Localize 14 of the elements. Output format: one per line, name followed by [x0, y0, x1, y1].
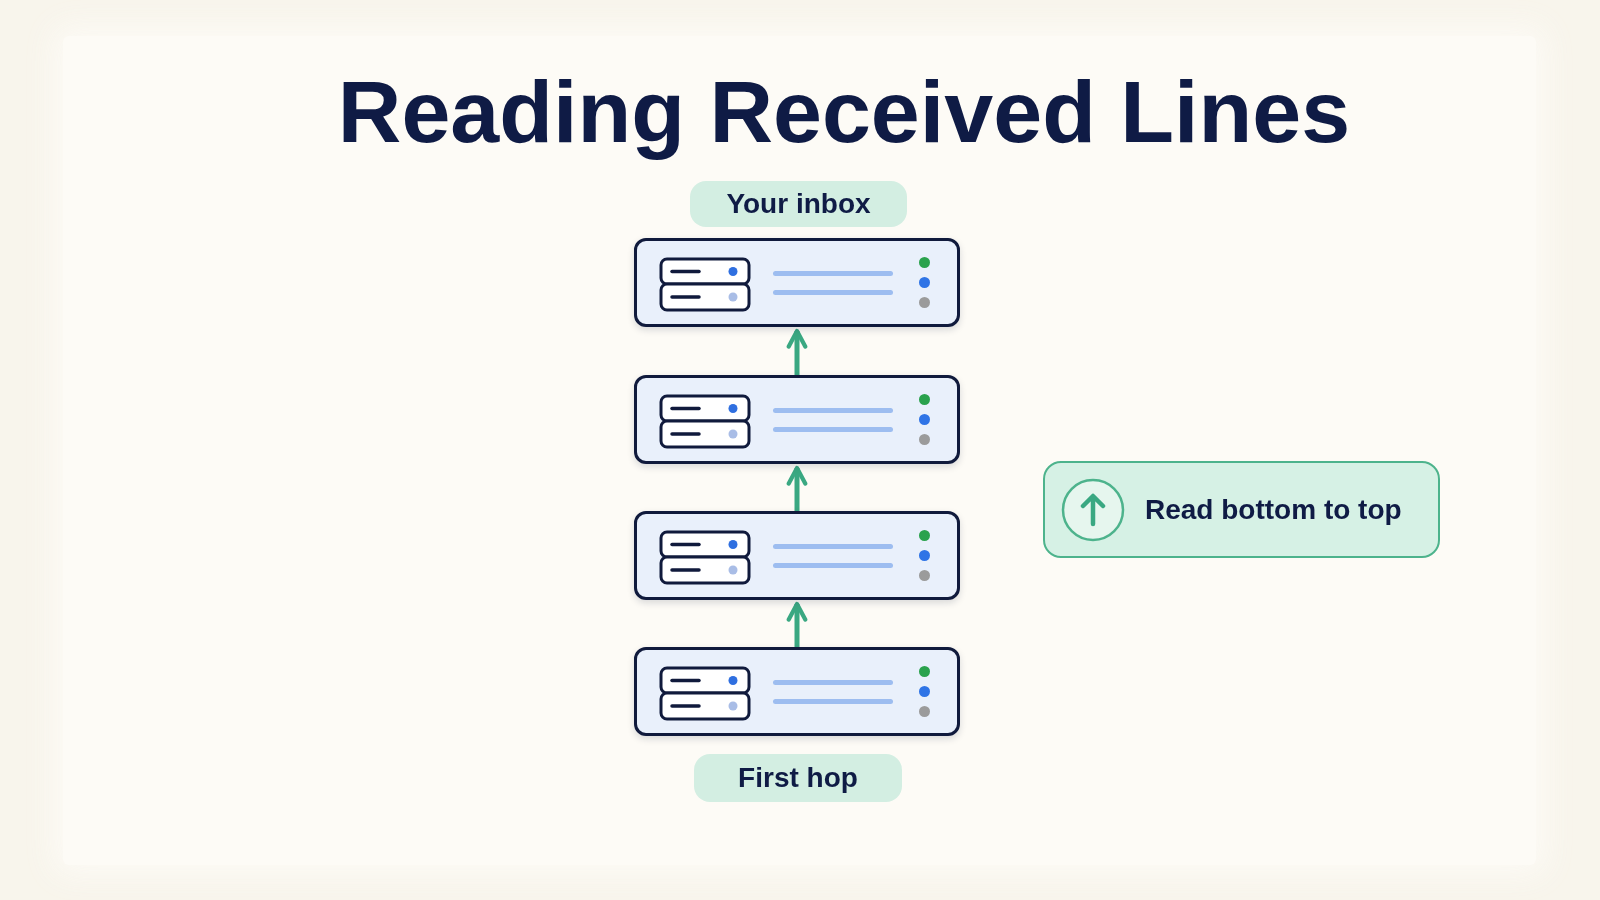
server-box	[634, 375, 960, 464]
callout-box	[1043, 461, 1440, 558]
label-pill	[690, 181, 907, 227]
server-box	[634, 647, 960, 736]
arrow	[786, 601, 808, 647]
server-box	[634, 511, 960, 600]
pill-label: First hop	[738, 762, 858, 794]
arrow	[786, 328, 808, 375]
title: Reading Received Lines	[336, 62, 1352, 162]
arrow	[786, 465, 808, 511]
label-pill	[694, 754, 902, 802]
server-box	[634, 238, 960, 327]
callout-text: Read bottom to top	[1145, 493, 1402, 526]
pill-label: Your inbox	[726, 188, 871, 220]
